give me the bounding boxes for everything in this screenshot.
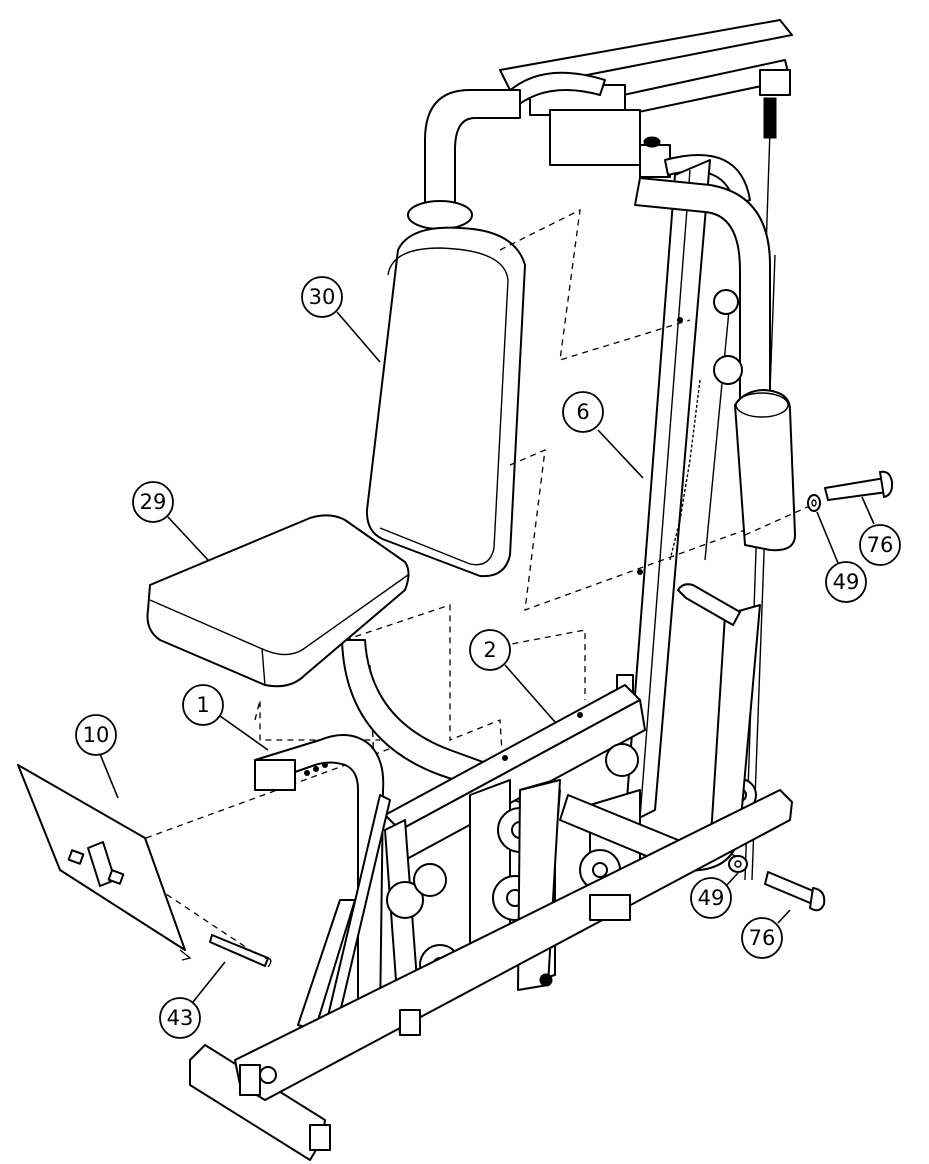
svg-text:10: 10	[83, 723, 110, 747]
callout-43: 43	[160, 998, 200, 1038]
back-pad	[367, 228, 525, 576]
svg-text:1: 1	[196, 693, 209, 717]
callout-76-lower: 76	[742, 918, 782, 958]
svg-text:76: 76	[749, 926, 776, 950]
svg-text:30: 30	[309, 285, 336, 309]
callout-76-upper: 76	[860, 525, 900, 565]
svg-text:6: 6	[576, 400, 589, 424]
leg-roller-pad	[735, 390, 795, 550]
svg-text:43: 43	[167, 1006, 194, 1030]
callout-10: 10	[76, 715, 116, 755]
svg-text:29: 29	[140, 490, 167, 514]
pin	[210, 935, 271, 967]
svg-text:76: 76	[867, 533, 894, 557]
plate-bracket	[18, 765, 190, 960]
callout-49-lower: 49	[691, 878, 731, 918]
callout-29: 29	[133, 482, 173, 522]
svg-text:2: 2	[483, 638, 496, 662]
top-frame-assembly	[500, 20, 792, 205]
callout-30: 30	[302, 277, 342, 317]
callout-6: 6	[563, 392, 603, 432]
svg-text:49: 49	[833, 570, 860, 594]
seat-pad	[148, 515, 409, 686]
callout-49-upper: 49	[826, 562, 866, 602]
callout-2: 2	[470, 630, 510, 670]
callout-1: 1	[183, 685, 223, 725]
svg-text:49: 49	[698, 886, 725, 910]
